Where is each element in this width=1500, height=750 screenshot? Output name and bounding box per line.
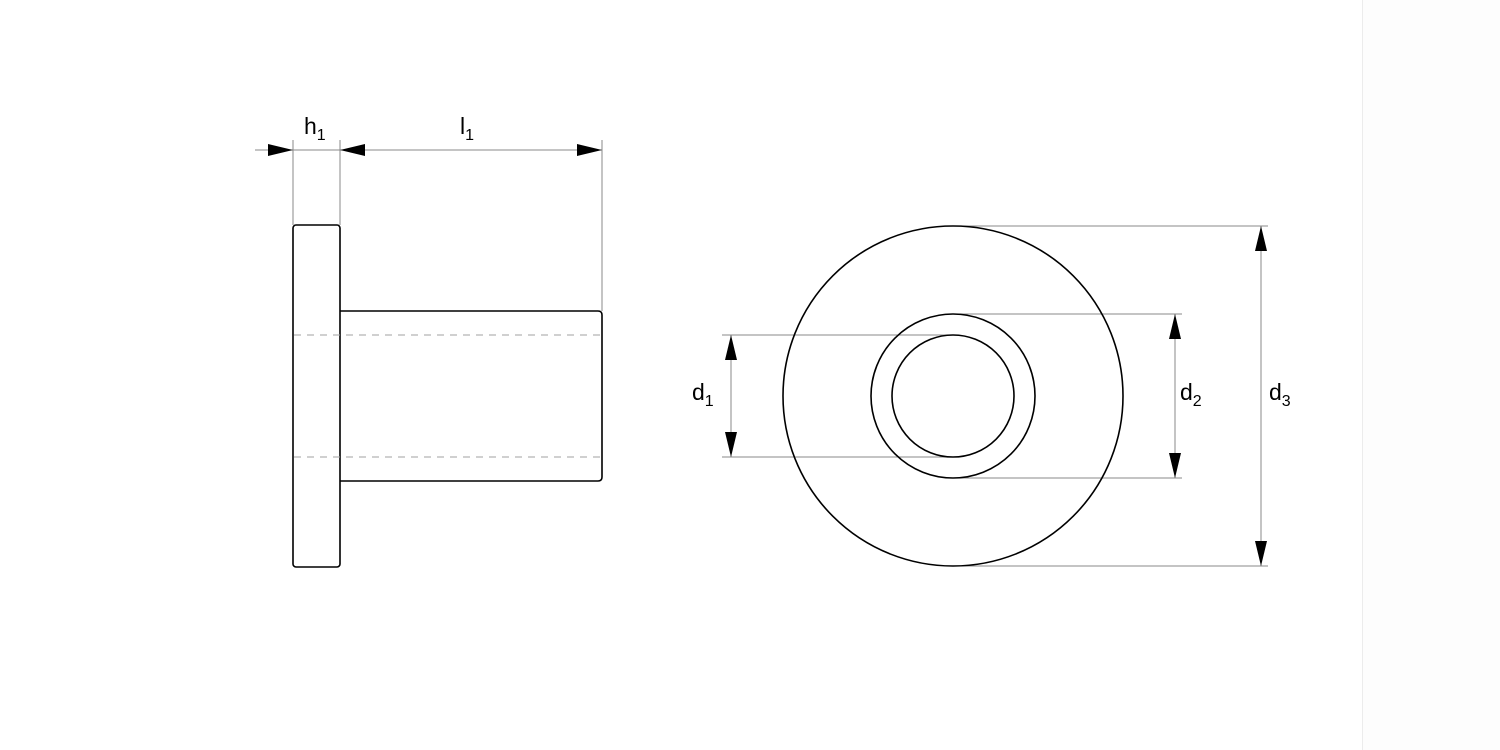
flange-outline — [292, 224, 341, 568]
label-h1: h1 — [304, 113, 326, 144]
dimension-d1 — [725, 335, 737, 457]
side-extension-lines — [292, 140, 603, 311]
end-extension-lines — [722, 225, 1268, 567]
outer-tube-circle — [870, 313, 1036, 479]
flange-circle — [782, 225, 1124, 567]
label-d2: d2 — [1180, 379, 1202, 410]
dimension-h1 — [255, 144, 340, 156]
dimension-d3 — [1255, 226, 1267, 566]
label-d3: d3 — [1269, 379, 1291, 410]
right-margin-panel — [1362, 0, 1500, 750]
tube-outline — [340, 310, 603, 482]
label-l1: l1 — [460, 113, 474, 144]
bore-circle — [891, 334, 1015, 458]
dimension-d2 — [1169, 314, 1181, 478]
dimension-l1 — [340, 144, 602, 156]
side-view: h1 l1 — [255, 113, 603, 568]
end-view: d1 d2 d3 — [692, 225, 1291, 567]
label-d1: d1 — [692, 379, 714, 410]
